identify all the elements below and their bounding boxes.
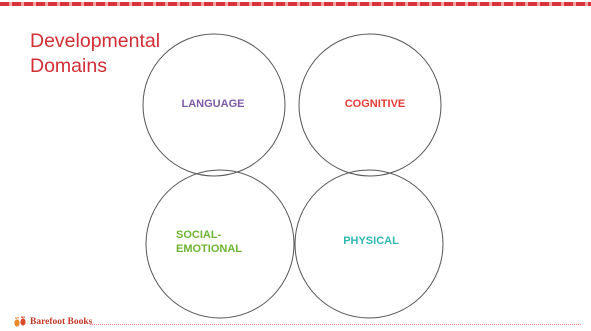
footer-brand-name: Barefoot Books: [30, 317, 93, 327]
label-cognitive: COGNITIVE: [344, 98, 406, 110]
label-physical: PHYSICAL: [343, 235, 399, 247]
label-language: LANGUAGE: [181, 98, 245, 110]
circle-physical: [294, 169, 444, 319]
footer-logo: Barefoot Books: [13, 316, 92, 328]
circle-cognitive: [298, 33, 442, 177]
footprints-icon: [14, 316, 26, 327]
slide-title: Developmental Domains: [30, 30, 161, 77]
circle-social-emotional: [145, 169, 295, 319]
label-social-emotional: SOCIAL- EMOTIONAL: [176, 229, 242, 255]
circle-language: [142, 33, 286, 177]
top-decorative-stripe: [0, 2, 591, 6]
footer-divider: [90, 324, 581, 325]
